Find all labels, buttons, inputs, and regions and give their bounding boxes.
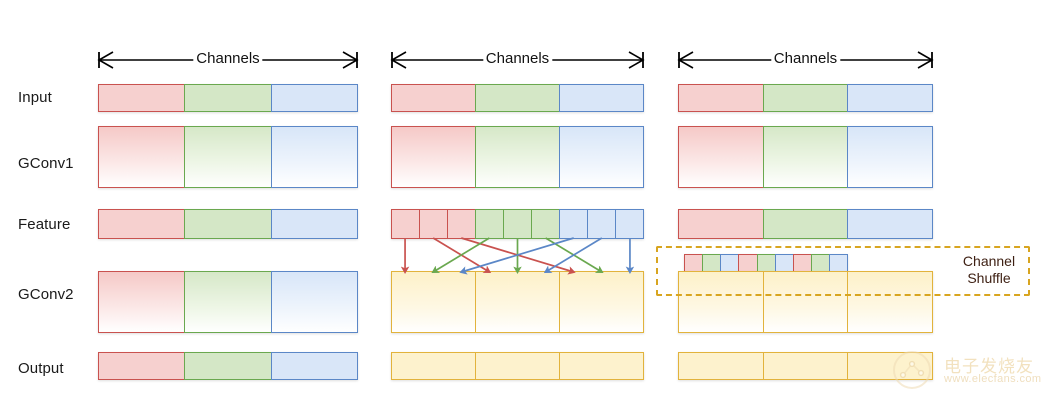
- row-label-gconv2: GConv2: [18, 286, 74, 303]
- row-label-output: Output: [18, 360, 64, 377]
- channels-label-c: Channels: [770, 50, 841, 67]
- subcell: [588, 210, 616, 238]
- segment-b: [559, 84, 644, 112]
- segment-b: [270, 352, 358, 380]
- subcell-group-r: [392, 210, 475, 238]
- segment-y: [559, 271, 644, 333]
- segment-g: [762, 209, 849, 239]
- bar-c-input: [678, 84, 934, 112]
- segment-g: [475, 84, 560, 112]
- subcell: [392, 210, 420, 238]
- shuffle-arrow: [459, 237, 574, 275]
- bar-c-gconv1: [678, 126, 934, 188]
- channel-shuffle-label: Channel Shuffle: [962, 253, 1016, 286]
- row-label-feature: Feature: [18, 216, 71, 233]
- row-label-input: Input: [18, 89, 52, 106]
- segment-b: [847, 209, 934, 239]
- segment-g: [184, 126, 272, 188]
- segment-y: [559, 352, 644, 380]
- segment-y: [678, 271, 764, 333]
- bar-a-gconv1: [98, 126, 358, 188]
- segment-b: [270, 126, 358, 188]
- bar-b-gconv2: [391, 271, 644, 333]
- subcell: [504, 210, 532, 238]
- segment-r: [98, 209, 186, 239]
- bar-b-input: [391, 84, 644, 112]
- channels-label-a: Channels: [193, 50, 263, 67]
- bar-b-output: [391, 352, 644, 380]
- bar-c-feature: [678, 209, 934, 239]
- segment-g: [762, 84, 849, 112]
- segment-y: [475, 352, 560, 380]
- segment-r: [98, 126, 186, 188]
- segment-g: [184, 352, 272, 380]
- bar-a-feature: [98, 209, 358, 239]
- segment-r: [678, 84, 764, 112]
- subcell: [420, 210, 448, 238]
- subcell-group-b: [560, 210, 643, 238]
- segment-y: [391, 352, 476, 380]
- subcell-group-g: [476, 210, 559, 238]
- segment-y: [847, 271, 934, 333]
- segment-b: [847, 84, 934, 112]
- bar-a-output: [98, 352, 358, 380]
- shuffle-arrow: [543, 237, 603, 274]
- bar-c-output: [678, 352, 934, 380]
- segment-b: [270, 271, 358, 333]
- subcell: [476, 210, 504, 238]
- channel-shuffle-box: [656, 246, 1030, 296]
- shuffle-arrow: [431, 237, 490, 274]
- segment-r: [98, 271, 186, 333]
- segment-g: [762, 126, 849, 188]
- segment-r: [678, 209, 764, 239]
- bar-a-input: [98, 84, 358, 112]
- segment-r: [98, 352, 186, 380]
- row-label-gconv1: GConv1: [18, 155, 74, 172]
- bar-b-feature: [391, 209, 644, 239]
- segment-b: [559, 126, 644, 188]
- subcell: [560, 210, 588, 238]
- segment-r: [391, 126, 476, 188]
- segment-y: [762, 271, 849, 333]
- bar-c-gconv2: [678, 271, 934, 333]
- segment-y: [391, 271, 476, 333]
- segment-b: [847, 126, 934, 188]
- bar-b-gconv1: [391, 126, 644, 188]
- segment-b: [270, 209, 358, 239]
- segment-b: [270, 84, 358, 112]
- bar-a-gconv2: [98, 271, 358, 333]
- segment-g: [184, 271, 272, 333]
- segment-y: [762, 352, 849, 380]
- segment-r: [678, 126, 764, 188]
- channels-label-b: Channels: [482, 50, 553, 67]
